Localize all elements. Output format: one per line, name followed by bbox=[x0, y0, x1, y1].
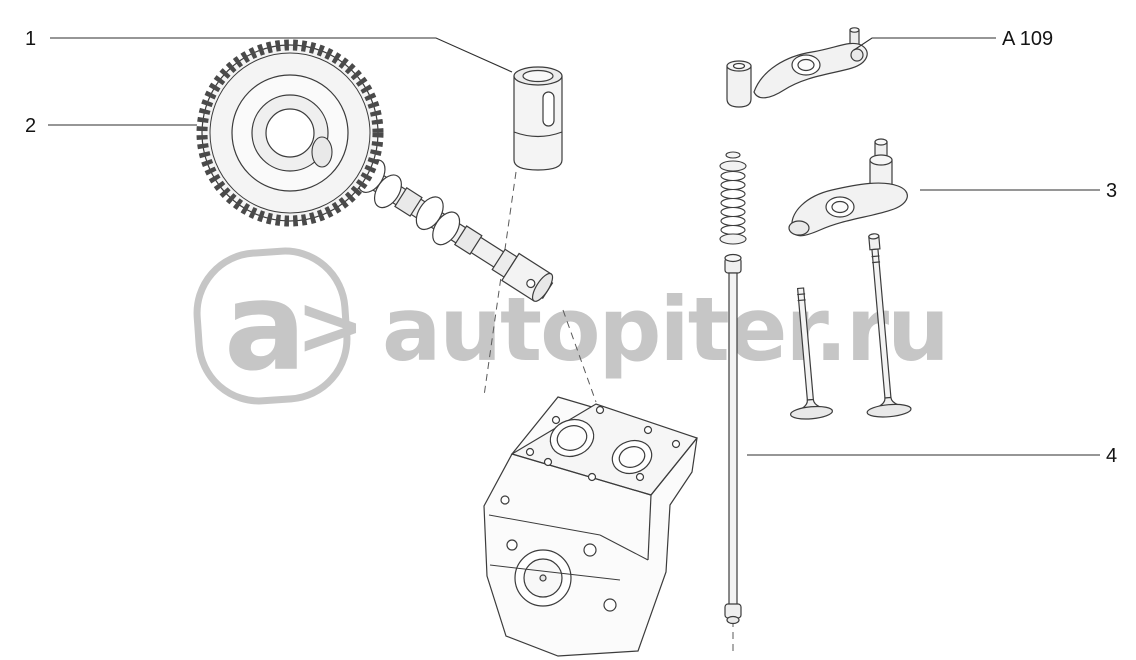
camshaft bbox=[196, 39, 554, 302]
tappet-groove bbox=[513, 131, 563, 138]
adjuster-screw-top bbox=[849, 27, 860, 33]
callout-a109-label[interactable]: A 109 bbox=[1002, 28, 1053, 50]
callout-4-label[interactable]: 4 bbox=[1106, 445, 1117, 467]
valve-right-head bbox=[866, 403, 912, 418]
cam-lobe-4 bbox=[432, 211, 461, 246]
callout-a109-line bbox=[853, 37, 996, 51]
watermark-logo-arrow: > bbox=[296, 279, 363, 374]
tappet-top-recess bbox=[522, 69, 554, 83]
rocker-arm-upper-hole-inner bbox=[797, 58, 815, 72]
callout-1-line bbox=[50, 37, 513, 73]
valve-right-tip-face bbox=[868, 233, 880, 240]
cylinder-bore-2-inner bbox=[618, 446, 646, 468]
camshaft-shaft bbox=[324, 143, 554, 302]
spring-retainer bbox=[725, 151, 741, 159]
cylinder-block bbox=[483, 396, 699, 657]
valve-left-keeper-grooves bbox=[797, 293, 806, 302]
pushrod-ball-end bbox=[726, 615, 740, 625]
tappet bbox=[513, 66, 563, 171]
spring-top-cap bbox=[719, 160, 747, 172]
watermark-logo-letter: a bbox=[224, 256, 304, 398]
tappet-slot bbox=[542, 91, 555, 127]
cylinder-bore-1-inner bbox=[556, 425, 588, 451]
watermark-logo-outline bbox=[193, 247, 351, 405]
adjuster-ball bbox=[850, 48, 864, 62]
rocker-arm-hole-inner bbox=[831, 200, 849, 214]
gear-hub bbox=[311, 136, 333, 168]
rocker-arm bbox=[788, 138, 908, 237]
rocker-pivot-post bbox=[726, 66, 752, 108]
pushrod-shaft bbox=[728, 272, 738, 606]
camshaft-end-hole bbox=[526, 278, 536, 289]
camshaft-gear bbox=[196, 39, 384, 227]
guide-line-tappet-to-block bbox=[483, 171, 517, 397]
spring-bottom-cap bbox=[719, 233, 747, 245]
pushrod bbox=[724, 253, 742, 625]
watermark: a > autopiter.ru bbox=[193, 247, 950, 405]
block-corner-edge bbox=[647, 494, 652, 561]
gear-rim bbox=[209, 52, 371, 214]
guide-line-camshaft-to-block bbox=[562, 309, 597, 403]
valve-left bbox=[789, 287, 834, 420]
callout-1-label[interactable]: 1 bbox=[25, 28, 36, 50]
block-bolt-holes bbox=[525, 405, 681, 482]
watermark-site-text: autopiter.ru bbox=[382, 278, 948, 381]
gear-hub-bore bbox=[265, 108, 315, 158]
block-rib-lines bbox=[488, 514, 649, 581]
rocker-arm-stud-top bbox=[874, 138, 888, 146]
valve-spring bbox=[719, 151, 747, 245]
camshaft-end-face bbox=[531, 272, 554, 302]
rocker-arm-assembly bbox=[726, 27, 868, 108]
pushrod-top-cup-face bbox=[724, 253, 742, 263]
camshaft-journal-2 bbox=[453, 225, 483, 256]
valve-right-keeper-grooves bbox=[871, 255, 881, 264]
rocker-arm-pad bbox=[788, 220, 810, 236]
rocker-pivot-hole bbox=[732, 62, 746, 70]
crankshaft-bore-center bbox=[539, 574, 547, 582]
camshaft-journal-1 bbox=[394, 187, 423, 217]
callout-3-label[interactable]: 3 bbox=[1106, 180, 1117, 202]
gear-teeth bbox=[196, 39, 384, 227]
tappet-body bbox=[513, 76, 563, 171]
callout-labels: 1 2 A 109 3 4 bbox=[25, 28, 1117, 467]
callout-2-label[interactable]: 2 bbox=[25, 115, 36, 137]
valve-left-head bbox=[789, 405, 834, 420]
block-front-holes bbox=[500, 495, 617, 612]
callout-lines bbox=[48, 37, 1100, 456]
rocker-arm-post-top bbox=[869, 154, 893, 166]
assembly-guide-lines bbox=[483, 171, 734, 656]
valve-right bbox=[866, 233, 912, 418]
